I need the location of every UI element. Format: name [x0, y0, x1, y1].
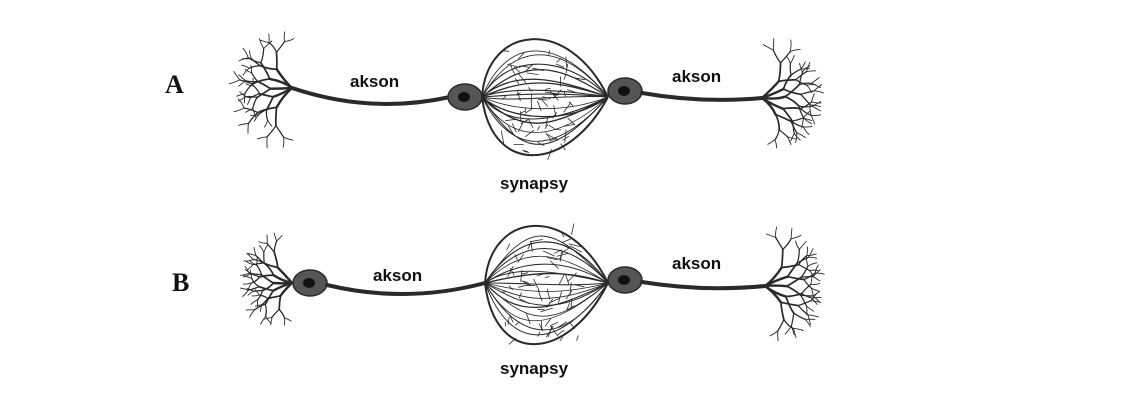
panel-b-soma-left — [292, 269, 328, 297]
panel-a-letter: A — [165, 70, 184, 99]
panel-b-synapses-label: synapsy — [500, 359, 569, 378]
synapse-net — [484, 223, 609, 346]
panel-a-synapses-label: synapsy — [500, 174, 569, 193]
panel-b-neurons — [239, 223, 825, 346]
synapse-net — [481, 38, 609, 160]
panel-b-letter: B — [172, 268, 190, 297]
panel-a-axon-left-label: akson — [350, 72, 400, 91]
panel-a-axon-right-label: akson — [672, 67, 722, 86]
panel-a-soma-left — [447, 83, 483, 111]
panel-a-soma-right — [607, 77, 643, 105]
panel-b-soma-right — [607, 266, 643, 294]
panel-a-axon-left — [290, 86, 452, 106]
panel-b-axon-right — [640, 280, 767, 291]
panel-b-axon-left-label: akson — [373, 266, 423, 285]
panel-a-neurons — [228, 31, 825, 160]
panel-a-axon-right — [640, 91, 764, 102]
panel-b-axon-left — [325, 281, 487, 297]
panel-b-axon-right-label: akson — [672, 254, 722, 273]
